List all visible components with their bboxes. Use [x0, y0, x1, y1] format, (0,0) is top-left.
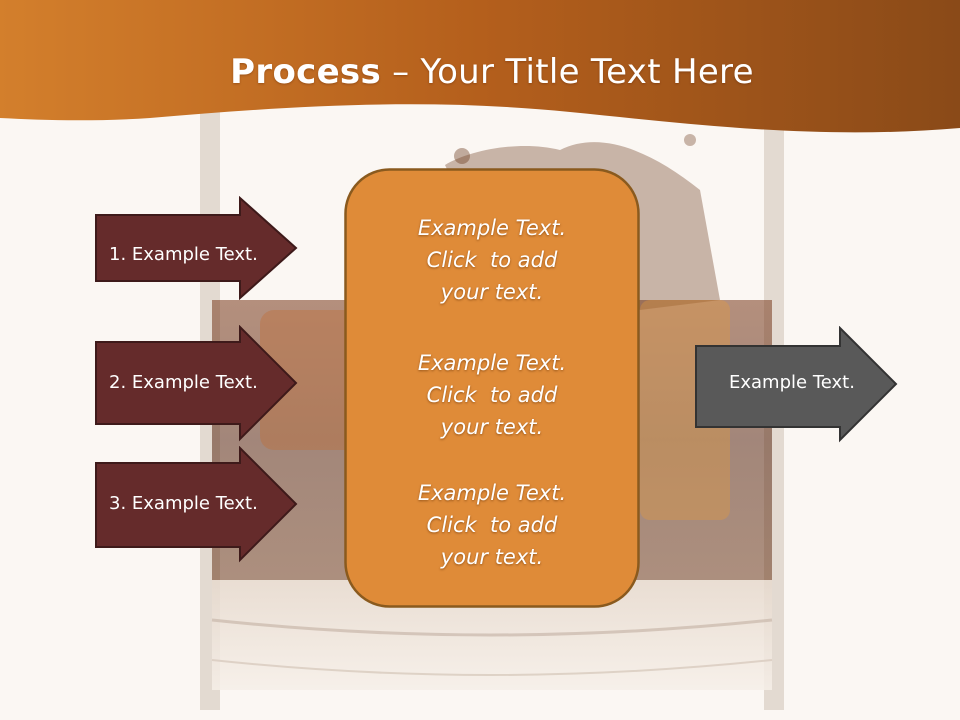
page-title: Process – Your Title Text Here [0, 52, 960, 92]
center-paragraph-1-line3: your text. [440, 280, 544, 304]
center-paragraph-1-line2: Click to add [426, 248, 558, 272]
left-arrow-1-label: 1. Example Text. [109, 244, 258, 265]
right-arrow[interactable] [694, 326, 900, 444]
center-paragraph-3-line3: your text. [440, 545, 544, 569]
title-bold: Process [230, 52, 382, 92]
center-paragraph-2-line1: Example Text. [417, 351, 567, 375]
center-box[interactable] [344, 168, 640, 608]
left-arrow-2[interactable] [94, 325, 300, 443]
left-arrow-3[interactable] [94, 446, 300, 566]
center-paragraph-3-line2: Click to add [426, 513, 558, 537]
center-paragraph-3: Example Text. Click to add your text. [344, 477, 640, 573]
title-rest: – Your Title Text Here [381, 52, 754, 92]
center-paragraph-1-line1: Example Text. [417, 216, 567, 240]
center-paragraph-2: Example Text. Click to add your text. [344, 347, 640, 443]
center-paragraph-1: Example Text. Click to add your text. [344, 212, 640, 308]
center-paragraph-3-line1: Example Text. [417, 481, 567, 505]
center-paragraph-2-line3: your text. [440, 415, 544, 439]
left-arrow-3-label: 3. Example Text. [109, 493, 258, 514]
right-arrow-label: Example Text. [729, 372, 855, 393]
left-arrow-2-label: 2. Example Text. [109, 372, 258, 393]
center-paragraph-2-line2: Click to add [426, 383, 558, 407]
left-arrow-1[interactable] [94, 196, 300, 300]
